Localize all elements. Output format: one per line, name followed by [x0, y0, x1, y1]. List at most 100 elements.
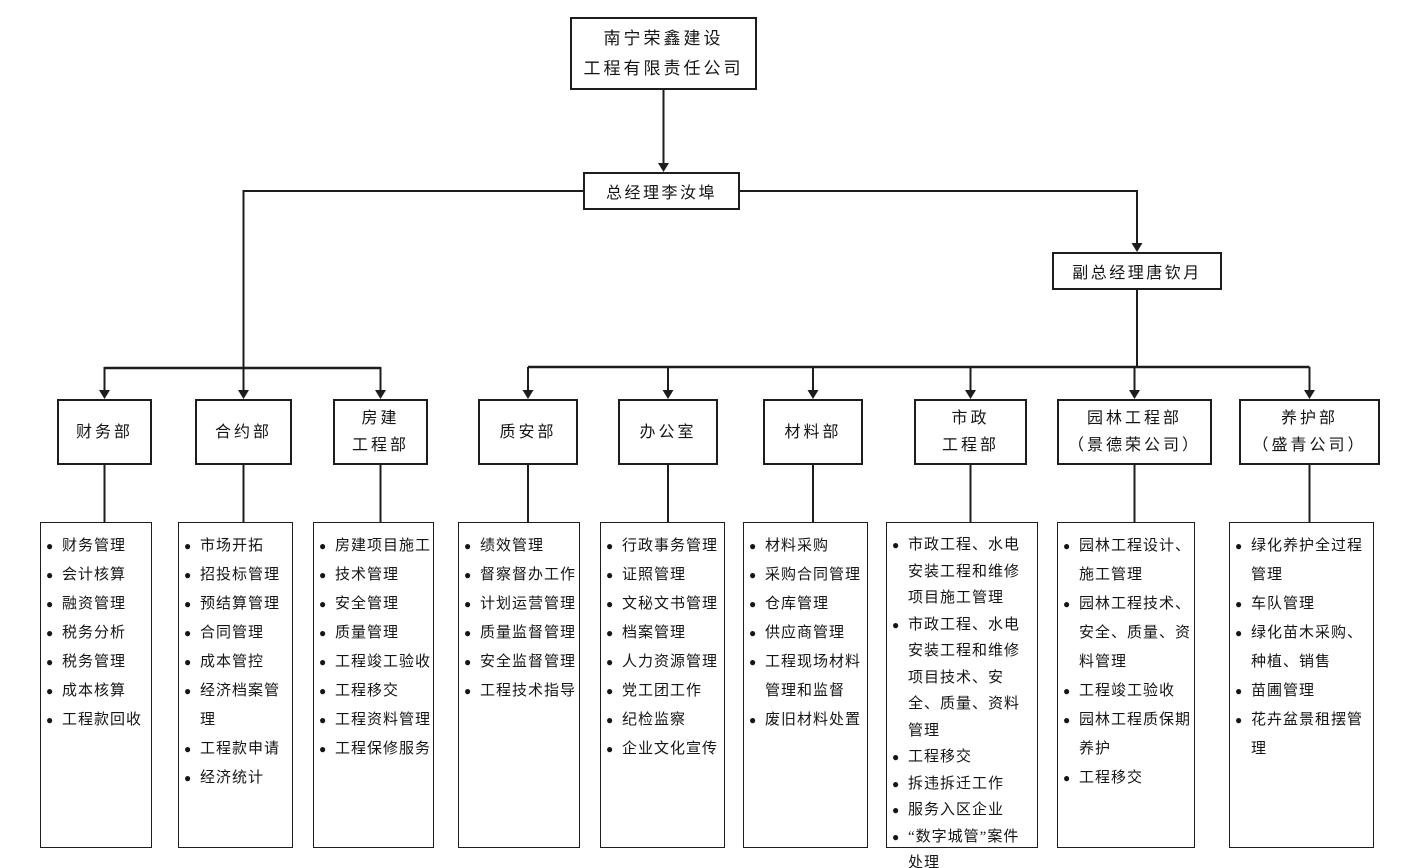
bullet-icon: ● — [1063, 713, 1072, 727]
list-item-text: 证照管理 — [622, 567, 687, 583]
department-duty-list: ●园林工程设计、施工管理●园林工程技术、安全、质量、资料管理●工程竣工验收●园林… — [1057, 522, 1195, 848]
list-item-text: 工程竣工验收 — [1079, 683, 1176, 699]
department-duty-list: ●行政事务管理●证照管理●文秘文书管理●档案管理●人力资源管理●党工团工作●纪检… — [600, 522, 725, 848]
list-item-text: 企业文化宣传 — [622, 741, 719, 757]
list-item: ●工程现场材料管理和监督 — [749, 648, 865, 706]
department-name-line: 合约部 — [214, 423, 272, 441]
list-item-text: 园林工程质保期养护 — [1079, 712, 1192, 757]
department-box: 质安部 — [478, 399, 578, 465]
bullet-icon: ● — [892, 750, 901, 764]
deputy-manager-label: 副总经理唐钦月 — [1072, 265, 1202, 282]
department-box: 合约部 — [195, 399, 292, 465]
company-root-box: 南宁荣鑫建设 工程有限责任公司 — [570, 17, 757, 90]
list-item: ●工程移交 — [1063, 764, 1192, 793]
list-item: ●绿化养护全过程管理 — [1235, 532, 1371, 590]
list-item: ●纪检监察 — [606, 706, 722, 735]
bullet-icon: ● — [892, 617, 901, 632]
department-name-line: （盛青公司） — [1252, 437, 1367, 454]
bullet-icon: ● — [184, 771, 193, 785]
bullet-icon: ● — [46, 655, 55, 669]
company-name-line: 南宁荣鑫建设 — [603, 28, 724, 48]
bullet-icon: ● — [1063, 684, 1072, 698]
bullet-icon: ● — [1235, 626, 1244, 640]
list-item-text: 党工团工作 — [622, 683, 703, 699]
list-item-text: 采购合同管理 — [765, 567, 862, 583]
list-item-text: 工程款回收 — [62, 712, 143, 728]
list-item-text: 税务分析 — [62, 625, 127, 641]
list-item: ●经济统计 — [184, 764, 290, 793]
list-item: ●供应商管理 — [749, 619, 865, 648]
department-duty-list: ●材料采购●采购合同管理●仓库管理●供应商管理●工程现场材料管理和监督●废旧材料… — [743, 522, 868, 848]
list-item: ●预结算管理 — [184, 590, 290, 619]
department-duty-list: ●市场开拓●招投标管理●预结算管理●合同管理●成本管控●经济档案管理●工程款申请… — [178, 522, 293, 848]
list-item: ●档案管理 — [606, 619, 722, 648]
department-name-line: 财务部 — [75, 423, 133, 441]
bullet-icon: ● — [1235, 713, 1244, 727]
list-item-text: 绿化苗木采购、种植、销售 — [1251, 625, 1364, 670]
bullet-icon: ● — [319, 597, 328, 611]
list-item-text: 车队管理 — [1251, 596, 1316, 612]
bullet-icon: ● — [749, 597, 758, 611]
list-item: ●人力资源管理 — [606, 648, 722, 677]
list-item: ●财务管理 — [46, 532, 149, 561]
department-box: 房建工程部 — [333, 399, 428, 465]
bullet-icon: ● — [46, 568, 55, 582]
department-box: 园林工程部（景德荣公司） — [1057, 399, 1212, 465]
list-item-text: 纪检监察 — [622, 712, 687, 728]
list-item-text: 工程款申请 — [200, 741, 281, 757]
list-item-text: 市政工程、水电安装工程和维修项目施工管理 — [908, 537, 1021, 606]
list-item: ●园林工程技术、安全、质量、资料管理 — [1063, 590, 1192, 677]
bullet-icon: ● — [606, 684, 615, 698]
list-item: ●工程保修服务 — [319, 735, 431, 764]
bullet-icon: ● — [892, 829, 901, 844]
list-item: ●采购合同管理 — [749, 561, 865, 590]
list-item: ●绩效管理 — [464, 532, 577, 561]
list-item: ●材料采购 — [749, 532, 865, 561]
list-item-text: 财务管理 — [62, 538, 127, 554]
list-item-text: 材料采购 — [765, 538, 830, 554]
list-item: ●企业文化宣传 — [606, 735, 722, 764]
department-duty-list: ●绩效管理●督察督办工作●计划运营管理●质量监督管理●安全监督管理●工程技术指导 — [458, 522, 580, 848]
list-item: ●拆违拆迁工作 — [892, 771, 1035, 798]
bullet-icon: ● — [464, 597, 473, 611]
department-name-line: 园林工程部 — [1086, 410, 1182, 427]
list-item: ●计划运营管理 — [464, 590, 577, 619]
department-name-line: 养护部 — [1280, 410, 1338, 427]
list-item: ●文秘文书管理 — [606, 590, 722, 619]
list-item: ●市场开拓 — [184, 532, 290, 561]
list-item: ●税务管理 — [46, 648, 149, 677]
list-item: ●融资管理 — [46, 590, 149, 619]
bullet-icon: ● — [184, 655, 193, 669]
bullet-icon: ● — [1235, 597, 1244, 611]
bullet-icon: ● — [184, 626, 193, 640]
list-item: ●“数字城管”案件处理 — [892, 824, 1035, 868]
bullet-icon: ● — [606, 655, 615, 669]
list-item-text: 招投标管理 — [200, 567, 281, 583]
list-item: ●证照管理 — [606, 561, 722, 590]
list-item: ● 绿化苗木采购、种植、销售 — [1235, 619, 1371, 677]
company-name-line: 工程有限责任公司 — [583, 58, 744, 78]
list-item-text: 废旧材料处置 — [765, 712, 862, 728]
list-item-text: 质量管理 — [335, 625, 400, 641]
department-box: 财务部 — [57, 399, 152, 465]
list-item: ● 成本管控 — [184, 648, 290, 677]
bullet-icon: ● — [184, 539, 193, 553]
list-item: ●会计核算 — [46, 561, 149, 590]
bullet-icon: ● — [1063, 771, 1072, 785]
bullet-icon: ● — [319, 568, 328, 582]
department-box: 材料部 — [763, 399, 863, 465]
department-duty-list: ●绿化养护全过程管理●车队管理●绿化苗木采购、种植、销售●苗圃管理●花卉盆景租摆… — [1229, 522, 1374, 848]
list-item-text: 市政工程、水电安装工程和维修项目技术、安全、质量、资料管理 — [908, 616, 1021, 739]
list-item: ●成本核算 — [46, 677, 149, 706]
bullet-icon: ● — [46, 597, 55, 611]
list-item-text: 成本管控 — [200, 654, 265, 670]
list-item: ● 工程款回收 — [46, 706, 149, 735]
list-item-text: 行政事务管理 — [622, 538, 719, 554]
bullet-icon: ● — [606, 626, 615, 640]
bullet-icon: ● — [319, 655, 328, 669]
department-name-line: 办公室 — [639, 423, 697, 441]
list-item: ●市政工程、水电安装工程和维修项目施工管理 — [892, 532, 1035, 612]
list-item: ●工程移交 — [892, 744, 1035, 771]
list-item-text: 工程技术指导 — [480, 683, 577, 699]
bullet-icon: ● — [46, 713, 55, 727]
